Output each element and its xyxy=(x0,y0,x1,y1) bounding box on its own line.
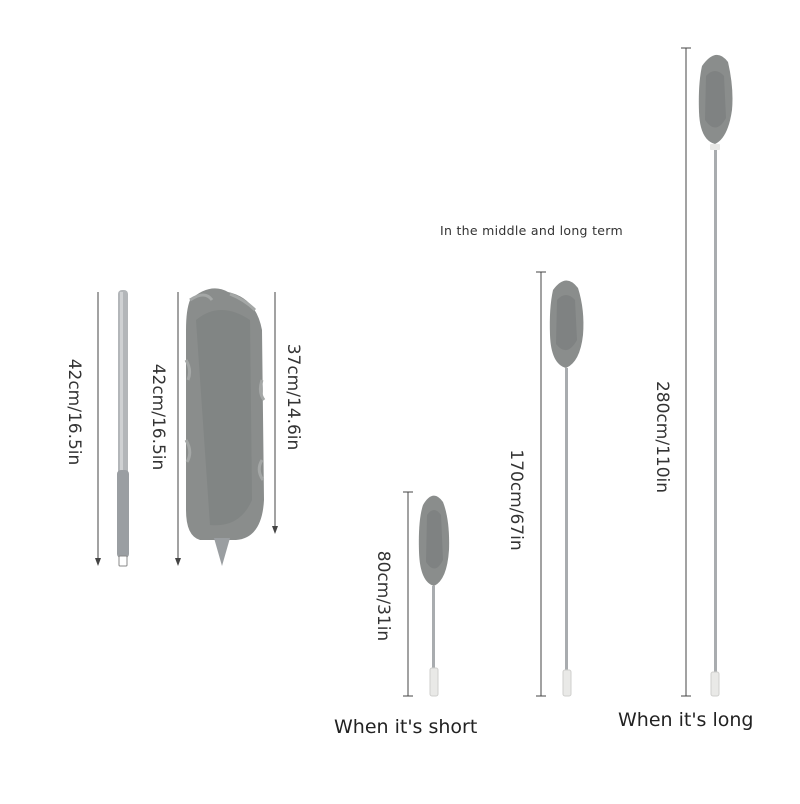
long-caption: When it's long xyxy=(618,709,754,731)
short-length-label: 80cm/31in xyxy=(373,550,393,642)
duster-middle xyxy=(549,280,584,697)
middle-note-caption: In the middle and long term xyxy=(440,223,623,238)
extension-handle xyxy=(117,290,129,567)
long-length-label: 280cm/110in xyxy=(652,380,672,494)
duster-base-length-label: 42cm/16.5in xyxy=(148,363,168,471)
short-caption: When it's short xyxy=(334,716,478,738)
duster-short xyxy=(418,495,450,697)
duster-head-length-label: 37cm/14.6in xyxy=(283,343,303,451)
duster-long xyxy=(698,54,733,697)
middle-length-label: 170cm/67in xyxy=(506,449,526,551)
duster-head-large xyxy=(184,288,266,566)
handle-length-label: 42cm/16.5in xyxy=(64,358,84,466)
